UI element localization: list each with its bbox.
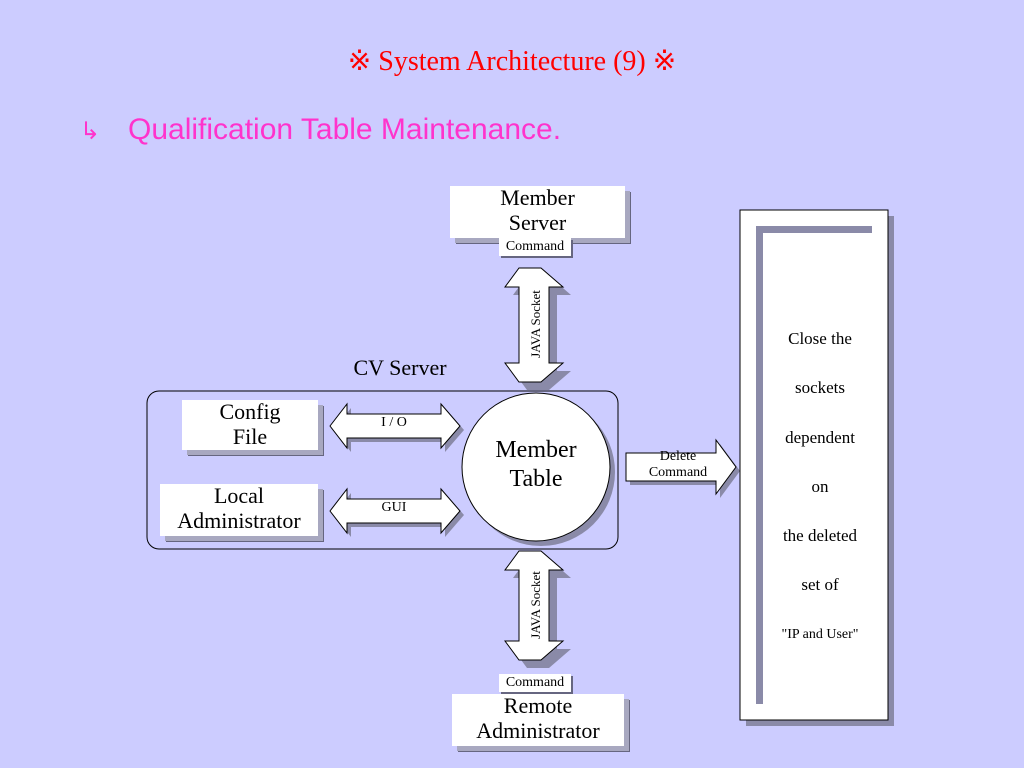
gui-arrow bbox=[329, 487, 464, 537]
remote-admin-line1: Remote bbox=[503, 693, 573, 718]
note-line: sockets bbox=[794, 378, 846, 398]
bullet-text: Qualification Table Maintenance. bbox=[128, 113, 562, 146]
io-label: I / O bbox=[381, 415, 407, 430]
note-line: on bbox=[811, 476, 829, 496]
note-line: Close the bbox=[788, 329, 852, 348]
command-label-bottom: Command bbox=[499, 674, 571, 692]
io-arrow bbox=[329, 402, 464, 452]
cv-server-container bbox=[146, 390, 619, 550]
java-socket-label-top: JAVA Socket bbox=[528, 290, 543, 358]
delete-command-label: Delete Command bbox=[628, 449, 728, 481]
delete-command-line2: Command bbox=[648, 465, 708, 481]
config-file-line2: File bbox=[232, 423, 268, 449]
note-text: Close the sockets dependent on the delet… bbox=[763, 314, 877, 659]
slide-title: ※ System Architecture (9) ※ bbox=[347, 46, 677, 77]
command-label-top: Command bbox=[499, 238, 571, 256]
member-server-line2: Server bbox=[508, 209, 567, 235]
member-server-line1: Member bbox=[500, 185, 575, 210]
member-table-line1: Member bbox=[495, 437, 577, 463]
note-frame bbox=[739, 209, 894, 726]
note-line: "IP and User" bbox=[781, 626, 859, 642]
hooked-arrow-icon: ↳ bbox=[80, 117, 101, 145]
gui-label: GUI bbox=[381, 500, 407, 515]
java-socket-arrow-bottom bbox=[504, 550, 571, 668]
delete-command-arrow bbox=[625, 438, 740, 498]
member-table-label: Member Table bbox=[466, 436, 606, 494]
bullet-line: ↳ Qualification Table Maintenance. bbox=[80, 113, 561, 147]
cv-server-label: CV Server bbox=[353, 355, 447, 380]
note-line: dependent bbox=[785, 427, 855, 447]
member-table-line2: Table bbox=[509, 465, 563, 492]
local-admin-box: Local Administrator bbox=[160, 483, 318, 536]
remote-admin-line2: Administrator bbox=[476, 717, 600, 743]
config-file-line1: Config bbox=[219, 399, 281, 424]
member-server-box: Member Server bbox=[450, 185, 625, 238]
config-file-box: Config File bbox=[182, 399, 318, 450]
member-table-circle bbox=[461, 392, 615, 546]
local-admin-line1: Local bbox=[213, 483, 265, 508]
java-socket-arrow-top bbox=[504, 267, 571, 390]
note-line: set of bbox=[801, 575, 839, 595]
remote-admin-box: Remote Administrator bbox=[452, 693, 624, 746]
note-line: the deleted bbox=[782, 526, 858, 546]
delete-command-line1: Delete bbox=[659, 449, 697, 464]
local-admin-line2: Administrator bbox=[177, 507, 301, 533]
java-socket-label-bottom: JAVA Socket bbox=[528, 571, 543, 639]
